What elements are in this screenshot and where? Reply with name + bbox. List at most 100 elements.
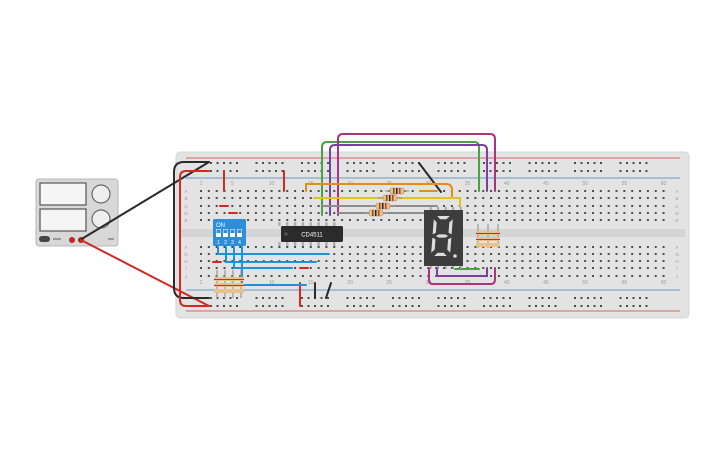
- rail-hole: [262, 305, 264, 307]
- column-number: 60: [661, 280, 667, 286]
- rail-hole: [411, 162, 414, 164]
- hole: [372, 253, 375, 255]
- hole: [325, 246, 328, 248]
- hole: [301, 212, 304, 214]
- rail-hole: [502, 305, 505, 307]
- hole: [490, 205, 493, 207]
- hole: [537, 260, 540, 262]
- hole: [286, 212, 289, 214]
- rail-hole: [619, 170, 622, 172]
- rail-hole: [268, 170, 271, 172]
- ic-notch: [284, 232, 288, 236]
- hole: [497, 212, 500, 214]
- rail-hole: [457, 305, 459, 307]
- ic-pin: [293, 242, 297, 246]
- hole: [466, 197, 469, 199]
- current-knob[interactable]: [91, 209, 111, 229]
- dip-toggle-knob-2: [223, 229, 228, 233]
- rail-hole: [535, 170, 537, 172]
- rail-hole: [268, 297, 271, 299]
- hole: [568, 260, 571, 262]
- hole: [631, 197, 634, 199]
- voltage-knob[interactable]: [91, 184, 111, 204]
- rail-hole: [619, 305, 622, 307]
- hole: [396, 253, 398, 255]
- hole: [639, 212, 642, 214]
- column-number: 50: [582, 280, 588, 286]
- hole: [505, 219, 508, 221]
- hole: [356, 190, 359, 192]
- hole: [356, 253, 359, 255]
- hole: [356, 260, 359, 262]
- rail-hole: [210, 170, 212, 172]
- hole: [599, 260, 602, 262]
- hole: [631, 246, 634, 248]
- hole: [231, 275, 234, 277]
- hole: [278, 205, 281, 207]
- hole: [646, 219, 649, 221]
- hole: [239, 212, 242, 214]
- rail-hole: [275, 305, 277, 307]
- hole: [537, 197, 540, 199]
- hole: [200, 190, 202, 192]
- hole: [497, 275, 500, 277]
- rail-hole: [554, 305, 557, 307]
- power-switch[interactable]: [39, 236, 50, 242]
- hole: [333, 267, 336, 269]
- hole: [294, 275, 297, 277]
- hole: [309, 197, 312, 199]
- hole: [513, 253, 516, 255]
- hole: [286, 190, 289, 192]
- ic-pin: [333, 222, 336, 226]
- hole: [490, 190, 493, 192]
- hole: [215, 267, 218, 269]
- rail-hole: [535, 162, 537, 164]
- rail-hole: [262, 162, 264, 164]
- hole: [207, 267, 210, 269]
- ic-chip[interactable]: CD4511: [278, 222, 343, 246]
- rail-hole: [255, 162, 258, 164]
- hole: [419, 219, 422, 221]
- hole: [239, 190, 242, 192]
- hole: [544, 197, 547, 199]
- hole: [552, 267, 555, 269]
- rail-hole: [216, 170, 219, 172]
- hole: [200, 197, 202, 199]
- ic-pin: [333, 242, 336, 246]
- seven-segment-display[interactable]: 8: [0, 0, 463, 269]
- hole: [497, 260, 500, 262]
- hole: [552, 212, 555, 214]
- ic-pin: [317, 242, 320, 246]
- hole: [513, 267, 516, 269]
- dip-number-2: 2: [224, 240, 227, 246]
- hole: [396, 246, 398, 248]
- hole: [270, 275, 273, 277]
- display-pin: [430, 207, 432, 210]
- rail-hole: [502, 170, 505, 172]
- power-supply[interactable]: [35, 178, 119, 247]
- rail-hole: [600, 297, 602, 299]
- hole: [537, 190, 540, 192]
- rail-hole: [366, 162, 368, 164]
- rail-hole: [580, 170, 583, 172]
- hole: [654, 190, 657, 192]
- hole: [513, 190, 516, 192]
- resistors[interactable]: [214, 187, 500, 298]
- hole: [356, 219, 359, 221]
- hole: [576, 212, 579, 214]
- rail-hole: [353, 162, 355, 164]
- rail-hole: [301, 170, 303, 172]
- rail-hole: [645, 170, 648, 172]
- hole: [341, 260, 344, 262]
- hole: [294, 197, 297, 199]
- column-number: 25: [386, 280, 392, 286]
- rail-hole: [587, 170, 589, 172]
- rail-hole: [268, 305, 271, 307]
- positive-terminal[interactable]: [69, 237, 75, 243]
- rail-hole: [639, 170, 641, 172]
- hole: [639, 205, 642, 207]
- hole: [223, 197, 226, 199]
- hole: [333, 212, 336, 214]
